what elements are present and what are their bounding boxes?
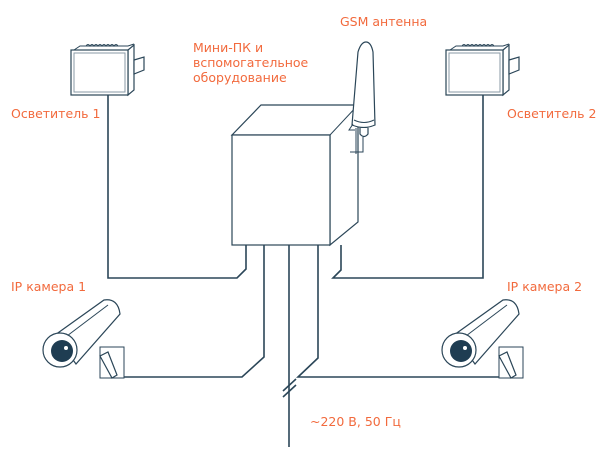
illuminator-2-icon <box>445 43 520 97</box>
cable-break-mark <box>282 378 297 398</box>
ip-camera-2-icon <box>441 299 524 379</box>
label-illuminator-2: Осветитель 2 <box>507 106 597 121</box>
wire-illuminator-1 <box>107 95 247 279</box>
mini-pc-cabinet-icon <box>230 104 359 247</box>
label-illuminator-1: Осветитель 1 <box>11 106 101 121</box>
wire-illuminator-2 <box>331 95 484 279</box>
ip-camera-1-icon <box>42 299 125 379</box>
wire-ip-camera-1 <box>124 245 265 378</box>
label-mini-pc-line-1: Мини-ПК и <box>193 40 264 55</box>
label-mini-pc-line-3: оборудование <box>193 70 287 85</box>
label-ip-camera-1: IP камера 1 <box>11 279 87 294</box>
label-mini-pc: Мини-ПК и вспомогательное оборудование <box>193 40 308 85</box>
label-gsm-antenna: GSM антенна <box>340 14 428 29</box>
illuminator-1-icon <box>70 43 145 97</box>
wires <box>107 95 500 447</box>
wire-ip-camera-2 <box>295 245 500 378</box>
gsm-antenna-icon <box>348 41 376 154</box>
label-mini-pc-line-2: вспомогательное <box>193 55 309 70</box>
label-power-supply: ~220 В, 50 Гц <box>310 414 401 429</box>
label-ip-camera-2: IP камера 2 <box>507 279 583 294</box>
